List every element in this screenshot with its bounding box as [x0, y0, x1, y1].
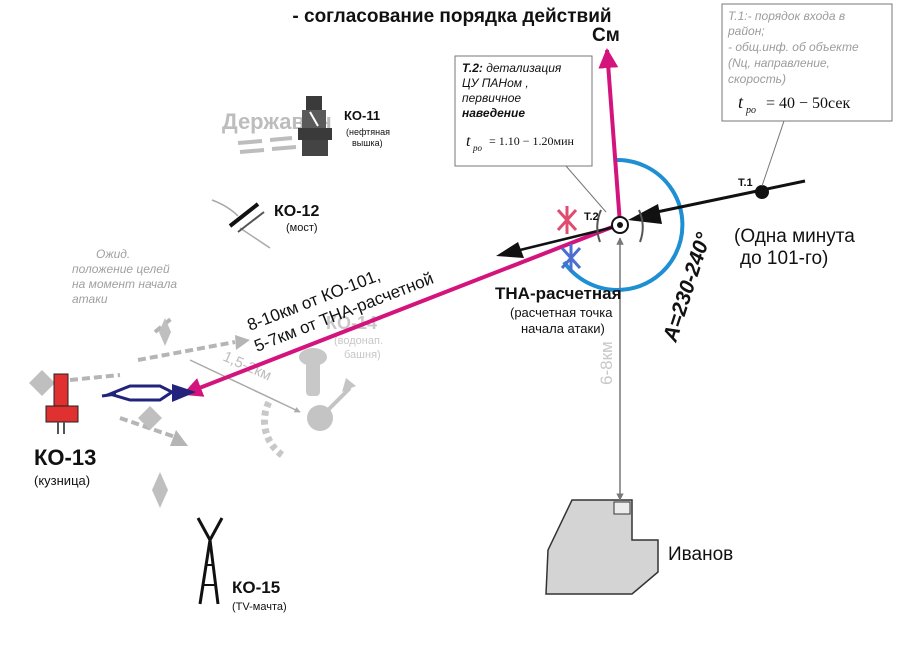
note-t2-formula-rhs: = 1.10 − 1.20мин: [489, 134, 575, 148]
header-title: - согласование порядка действий: [292, 6, 611, 27]
forge-icon: [45, 373, 79, 434]
note-t2-line1-rest: детализация: [483, 61, 562, 75]
tha-sub1: (расчетная точка: [510, 305, 613, 320]
targets-note-line3: на момент начала: [72, 277, 177, 291]
note-t1-line1: Т.1:- порядок входа в: [728, 9, 845, 23]
one-minute-line2: до 101-го): [740, 248, 828, 269]
city-ivanov-icon: [545, 499, 659, 595]
interceptor-icon: [101, 384, 196, 402]
note-box-t1: [721, 3, 893, 122]
tha-title: ТНА-расчетная: [495, 284, 622, 303]
city-ivanov-label: Иванов: [668, 544, 733, 565]
note-t1-pointer: [761, 120, 785, 187]
ko13-sub: (кузница): [34, 473, 90, 488]
bridge-icon: [211, 199, 271, 249]
gear-icon: [260, 398, 285, 458]
note-t2-line3: первичное: [462, 91, 521, 105]
note-t2-formula-lhs: t: [466, 133, 471, 150]
ko15-sub: (TV-мачта): [232, 601, 287, 613]
ko15-name: КО-15: [232, 578, 280, 597]
note-box-t2: [454, 55, 593, 167]
ko14-sub1: (водонап.: [334, 335, 383, 347]
aircraft-marker: [496, 242, 524, 258]
note-t2-formula-sub: ро: [472, 143, 483, 153]
note-t1-formula-rhs: = 40 − 50сек: [766, 95, 850, 112]
note-t1-line4: (Nц, направление,: [728, 56, 830, 70]
targets-note-line2: положение целей: [72, 262, 170, 276]
expected-target-arrowheads: [170, 335, 250, 446]
water-tower-icon: [299, 348, 327, 396]
note-t1-formula-sub: ро: [745, 105, 756, 116]
inbound-arrowhead: [628, 204, 662, 224]
point-t2-marker: [596, 209, 644, 243]
ko11-sub1: (нефтяная: [346, 127, 390, 137]
inbound-track: [651, 179, 806, 215]
ko12-sub: (мост): [286, 222, 318, 234]
ko14-sub2: башня): [344, 349, 381, 361]
intercept-cross-markers: [556, 206, 582, 272]
note-t1-formula: t ро = 40 − 50сек: [738, 92, 850, 116]
ko13-name: КО-13: [34, 445, 96, 470]
tha-sub2: начала атаки): [521, 321, 605, 336]
vertical-distance-label: 6-8км: [597, 341, 616, 385]
point-t1-label: Т.1: [738, 177, 753, 189]
ko14-name: КО-14: [326, 313, 377, 333]
note-t1-line3: - общ.инф. об объекте: [728, 40, 859, 54]
tv-mast-icon: [196, 517, 224, 605]
note-t1-line5: скорость): [728, 72, 786, 86]
note-t2-pointer: [565, 165, 607, 213]
note-t2-line2: ЦУ ПАНом ,: [462, 76, 529, 90]
point-t2-label: Т.2: [584, 211, 599, 223]
gray-target-icon: [307, 405, 333, 431]
note-t2-formula: t ро = 1.10 − 1.20мин: [466, 133, 575, 153]
ko12-name: КО-12: [274, 203, 319, 220]
note-t2-line4: наведение: [462, 106, 525, 120]
one-minute-line1: (Одна минута: [734, 226, 855, 247]
ko11-sub2: вышка): [352, 138, 383, 148]
sm-label: См: [592, 25, 620, 46]
note-t1-line2: район;: [727, 24, 765, 38]
targets-note-line1: Ожид.: [96, 247, 130, 261]
oil-derrick-icon: [298, 96, 332, 156]
note-t1-formula-lhs: t: [738, 92, 744, 112]
note-t2-line1-bold: Т.2:: [462, 61, 483, 75]
point-t1-marker: [755, 185, 769, 199]
azimuth-label: А=230-240°: [659, 229, 716, 345]
azimuth-arc: [562, 157, 685, 292]
gray-diamond-markers: [29, 318, 171, 508]
road-dashes: [237, 136, 297, 154]
note-t2-line1: Т.2: детализация: [462, 61, 562, 75]
targets-note-line4: атаки: [72, 292, 108, 306]
diag-distance-line: [189, 359, 301, 413]
ko11-name: КО-11: [344, 108, 380, 123]
sm-heading-line: [598, 48, 622, 225]
attack-line: [182, 222, 621, 397]
